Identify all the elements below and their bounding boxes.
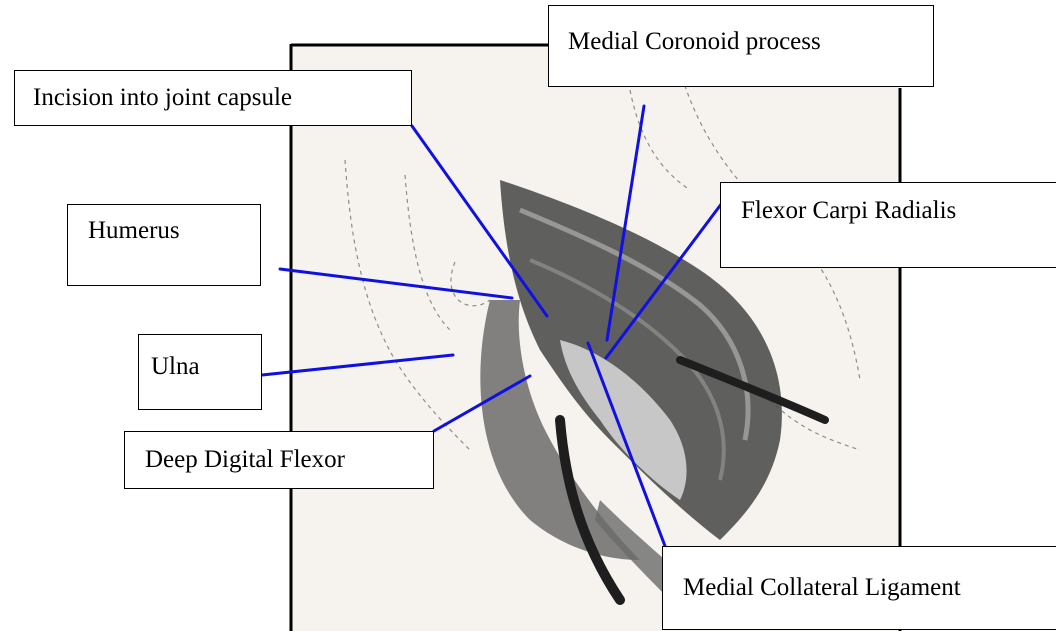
label-ulna: Ulna xyxy=(138,334,262,410)
label-deep-digital-flexor: Deep Digital Flexor xyxy=(124,431,434,489)
label-flexor-carpi-radialis: Flexor Carpi Radialis xyxy=(720,182,1056,268)
label-medial-coronoid-process: Medial Coronoid process xyxy=(548,5,934,87)
label-humerus: Humerus xyxy=(67,204,261,286)
label-medial-collateral-ligament: Medial Collateral Ligament xyxy=(662,546,1056,630)
label-incision-into-joint-capsule: Incision into joint capsule xyxy=(14,70,412,126)
